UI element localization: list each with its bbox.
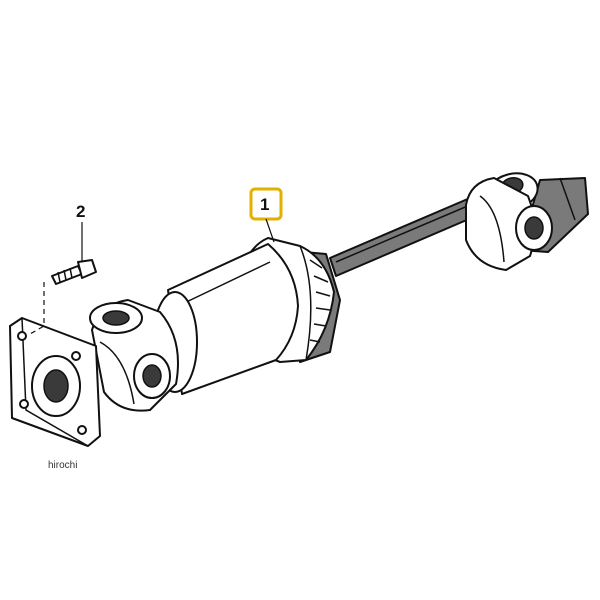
shaft-tube [329,197,477,277]
callout-1: 1 [249,187,283,243]
callout-2: 2 [76,202,85,262]
bearing-teeth [309,259,331,343]
flange-plate [9,317,101,447]
bolt-installation-line [29,282,45,335]
callout-1-label: 1 [260,195,269,214]
watermark-text: hirochi [48,460,77,471]
callout-1-leader [265,218,275,243]
bolt [51,259,97,285]
front-universal-joint [89,299,179,412]
rear-universal-joint [465,172,589,271]
callout-2-label: 2 [76,202,85,221]
